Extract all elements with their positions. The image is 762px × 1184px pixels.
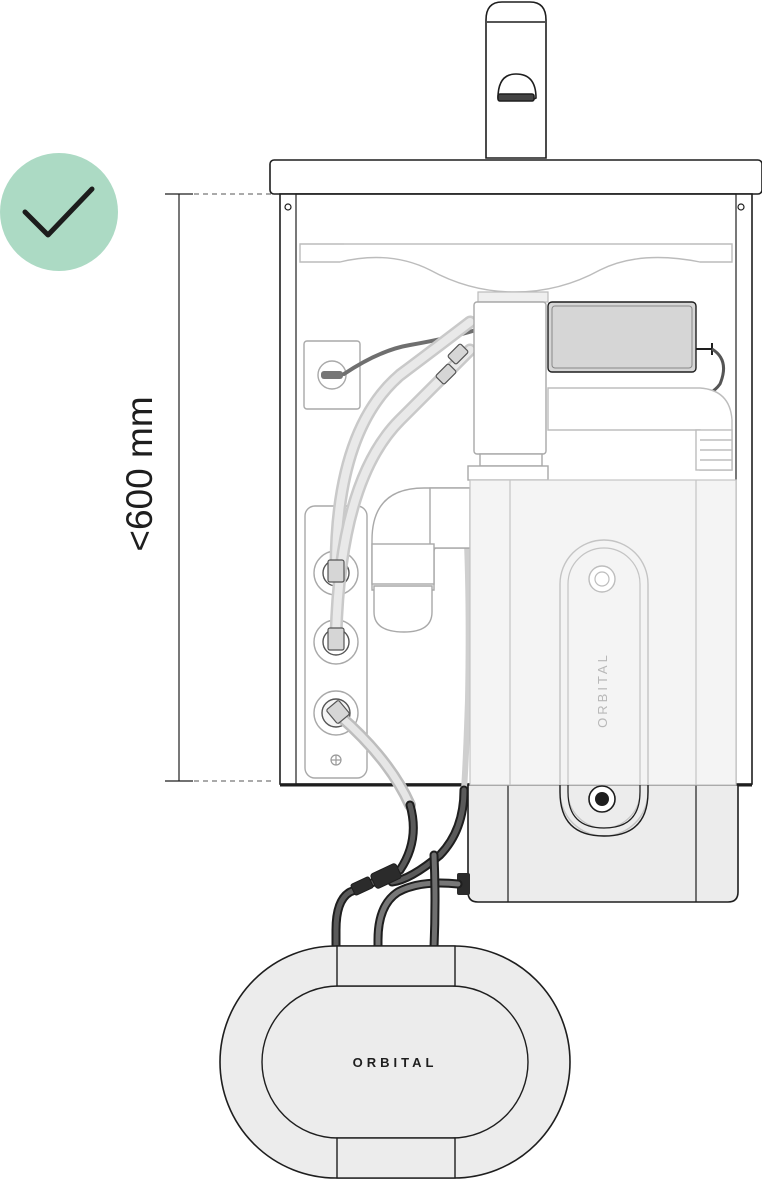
wall-socket (303, 340, 361, 410)
faucet (485, 1, 547, 159)
return-pipe (547, 387, 733, 471)
checkmark-icon (22, 186, 95, 238)
ground-symbol-icon (330, 754, 342, 766)
pump-unit-brand: ORBITAL (353, 1055, 438, 1070)
external-hoses (331, 785, 469, 953)
main-unit: ORBITAL (457, 479, 739, 903)
mixer-block (467, 301, 549, 481)
badge-circle (0, 153, 118, 271)
hose-fittings (326, 343, 469, 724)
dimension-label: <600 mm (119, 396, 160, 551)
pump-unit: ORBITAL (219, 945, 571, 1179)
height-dimension: <600 mm (119, 193, 272, 782)
hose-coupling (350, 863, 402, 896)
drain-elbow (371, 487, 471, 633)
main-unit-brand: ORBITAL (595, 652, 610, 728)
approved-badge (0, 153, 118, 271)
countertop (269, 159, 762, 195)
